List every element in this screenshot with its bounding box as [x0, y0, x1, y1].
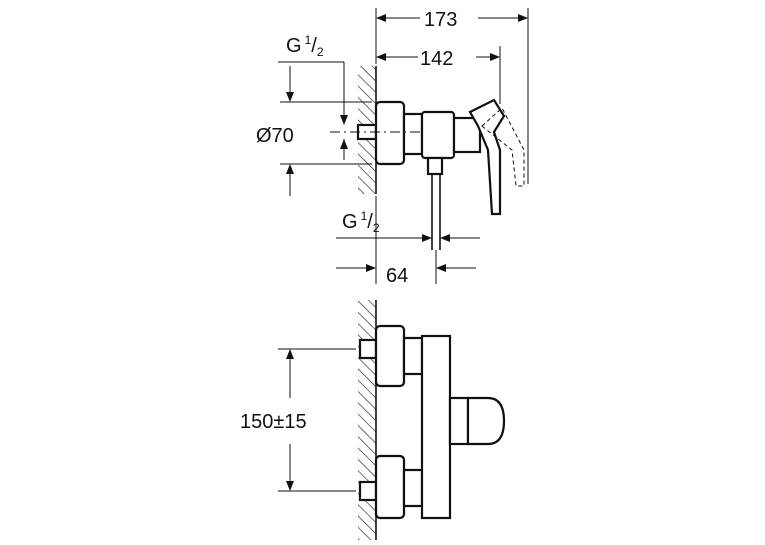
lower-inlet-nipple	[358, 480, 378, 502]
dimension-142-label: 142	[420, 48, 453, 70]
handle-lever-swing	[481, 107, 525, 187]
dimension-diameter-label: Ø70	[256, 125, 294, 147]
handle-cap	[466, 396, 506, 446]
mixer-body	[420, 110, 456, 160]
lower-connector	[402, 468, 424, 508]
dimension-handle-depth: 142	[376, 46, 501, 104]
lower-escutcheon	[374, 454, 406, 520]
side-view	[330, 66, 525, 250]
wall-hatch-bottom	[358, 300, 376, 540]
dimension-150-label: 150±15	[240, 411, 307, 433]
mixer-column	[420, 334, 452, 520]
connector-body	[402, 112, 424, 156]
upper-escutcheon	[374, 324, 406, 388]
handle-lever	[468, 98, 506, 216]
dimension-escutcheon-diameter: Ø70	[256, 66, 372, 196]
dimension-64-label: 64	[386, 265, 408, 287]
upper-connector	[402, 336, 424, 376]
front-view	[358, 300, 506, 540]
dimension-centre-distance: 150±15	[240, 348, 356, 492]
dimension-outlet-offset: 64	[336, 196, 476, 287]
outlet-pipe	[426, 156, 444, 176]
handle-side	[448, 396, 470, 446]
dimension-173-label: 173	[424, 9, 457, 31]
escutcheon	[374, 100, 406, 166]
dimension-overall-depth: 173	[375, 8, 529, 184]
upper-inlet-nipple	[358, 338, 378, 360]
